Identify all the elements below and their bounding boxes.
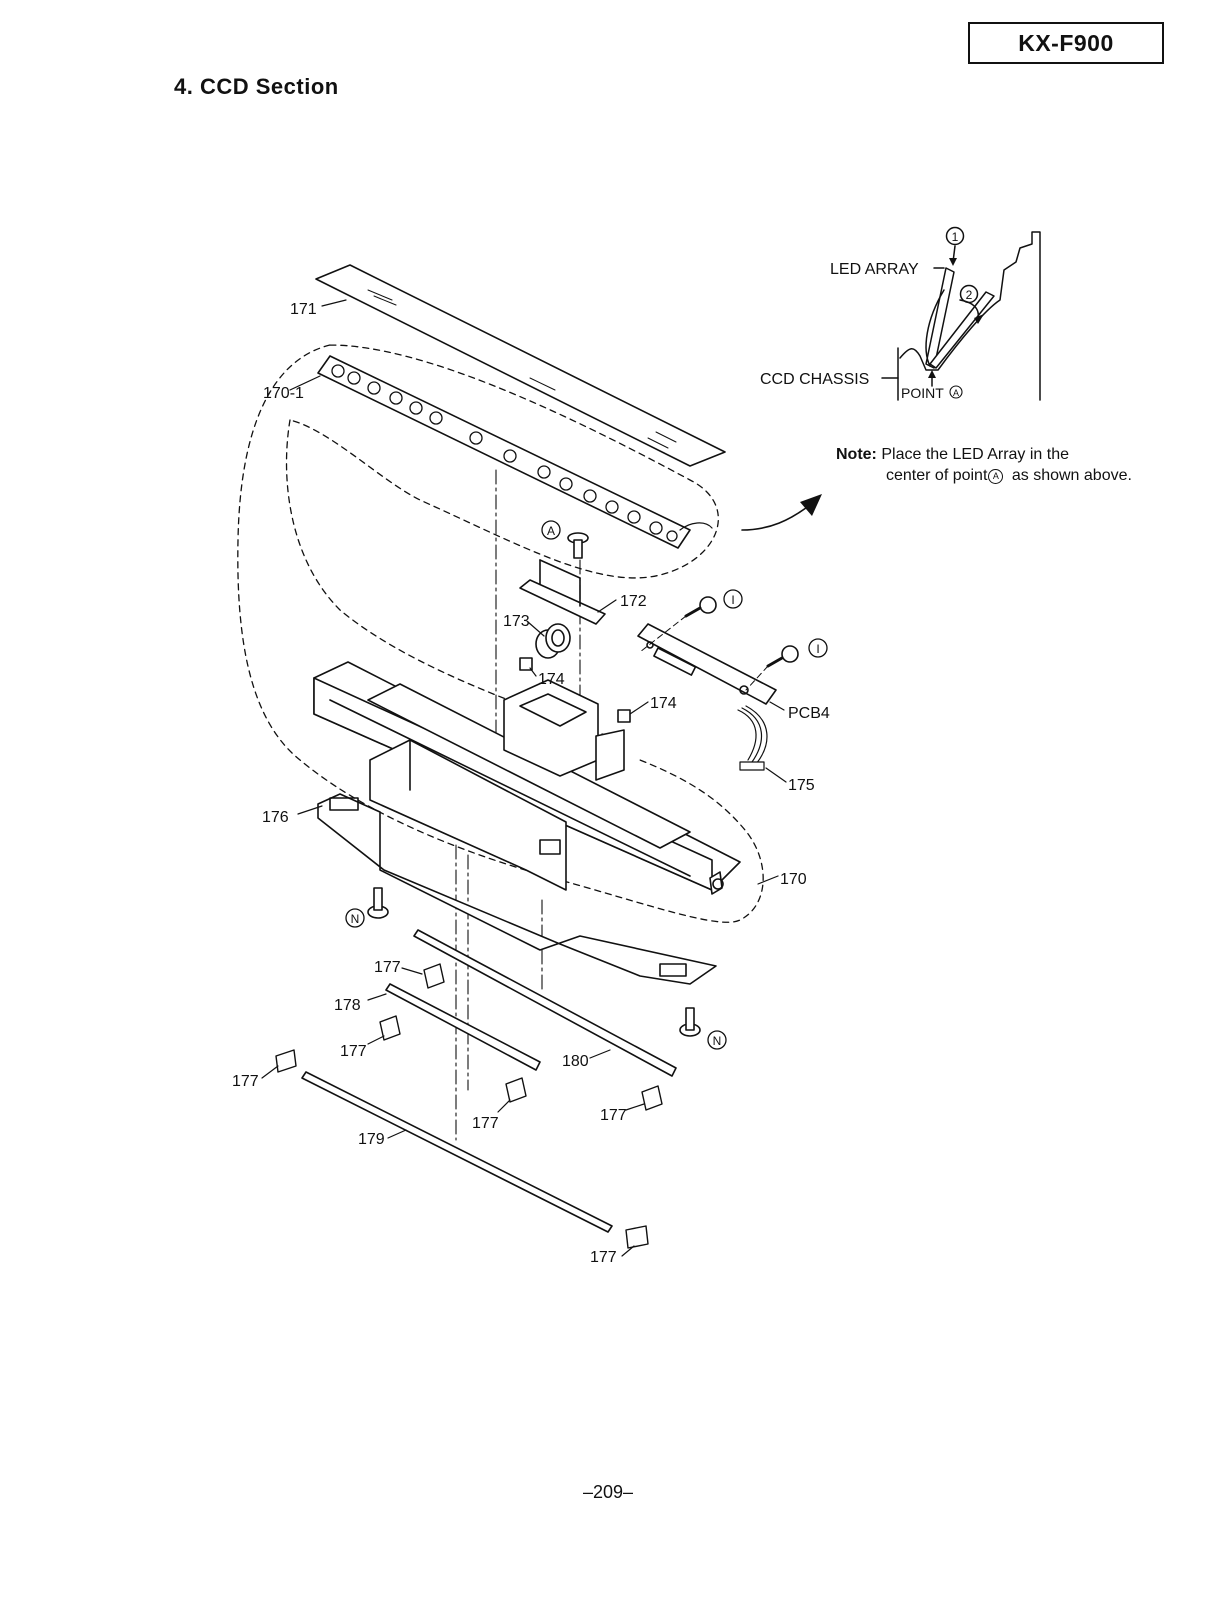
page-number: –209–: [582, 1482, 634, 1502]
inset-step-1: 1: [952, 230, 959, 244]
assembly-dashed-outline: [237, 344, 764, 923]
label-175: 175: [788, 777, 815, 794]
inset-ccd-chassis-label: CCD CHASSIS: [760, 371, 869, 388]
label-178: 178: [334, 997, 361, 1014]
marker-n-2: N: [713, 1034, 722, 1048]
part-174-clip-a: [519, 657, 533, 671]
part-176-base-plate: [317, 793, 717, 985]
led-array-holes: [331, 364, 678, 542]
inset-diagram: [881, 226, 1041, 401]
label-177-4: 177: [472, 1115, 499, 1132]
model-number-box: KX-F900: [968, 22, 1164, 64]
label-174-b: 174: [650, 695, 677, 712]
leader-lines: [261, 299, 787, 1257]
part-175-cable: [737, 705, 768, 771]
screw-markers: [345, 520, 828, 1050]
label-177-5: 177: [600, 1107, 627, 1124]
note-line-2-suffix: as shown above.: [1011, 467, 1132, 484]
label-180: 180: [562, 1053, 589, 1070]
label-177-3: 177: [232, 1073, 259, 1090]
part-170-1-led-array: [317, 355, 691, 549]
label-170-1: 170-1: [263, 385, 304, 402]
label-170: 170: [780, 871, 807, 888]
screw-i-2: [766, 645, 799, 668]
note-point-mark: A: [988, 469, 1004, 484]
screw-a: [567, 532, 589, 559]
label-177-1: 177: [374, 959, 401, 976]
part-170-ccd-chassis: [313, 661, 741, 895]
marker-i-2: I: [816, 642, 819, 656]
label-177-2: 177: [340, 1043, 367, 1060]
label-177-6: 177: [590, 1249, 617, 1266]
part-173-roller: [535, 623, 571, 659]
note-label: Note:: [836, 446, 877, 463]
screw-n-1: [367, 887, 389, 919]
model-number: KX-F900: [1018, 29, 1114, 56]
part-pcb4-board: [637, 623, 777, 705]
note: Note: Place the LED Array in the center …: [836, 444, 1132, 486]
part-177-clips: [275, 963, 663, 1249]
label-171: 171: [290, 301, 317, 318]
part-180-bar: [413, 929, 677, 1077]
label-173: 173: [503, 613, 530, 630]
note-line-2-prefix: center of point: [886, 467, 988, 484]
label-174-a: 174: [538, 671, 565, 688]
label-172: 172: [620, 593, 647, 610]
screw-i-1: [684, 596, 717, 618]
part-171-glass-plate: [315, 264, 726, 467]
inset-point-mark: A: [953, 388, 959, 398]
marker-a: A: [547, 524, 555, 538]
label-179: 179: [358, 1131, 385, 1148]
marker-n-1: N: [351, 912, 360, 926]
part-178-bar: [385, 983, 541, 1071]
part-179-rod: [301, 1071, 613, 1233]
screw-n-2: [679, 1007, 701, 1037]
part-172-bracket: [519, 559, 606, 625]
marker-i-1: I: [731, 593, 734, 607]
label-pcb4: PCB4: [788, 705, 830, 722]
label-176: 176: [262, 809, 289, 826]
note-line-1: Place the LED Array in the: [881, 446, 1069, 463]
part-174-clip-b: [617, 709, 631, 723]
inset-led-array-label: LED ARRAY: [830, 261, 919, 278]
inset-pointer-arrow: [741, 504, 811, 531]
inset-point-label: POINT: [901, 385, 944, 401]
section-title: 4. CCD Section: [174, 74, 339, 99]
inset-step-2: 2: [966, 288, 973, 302]
